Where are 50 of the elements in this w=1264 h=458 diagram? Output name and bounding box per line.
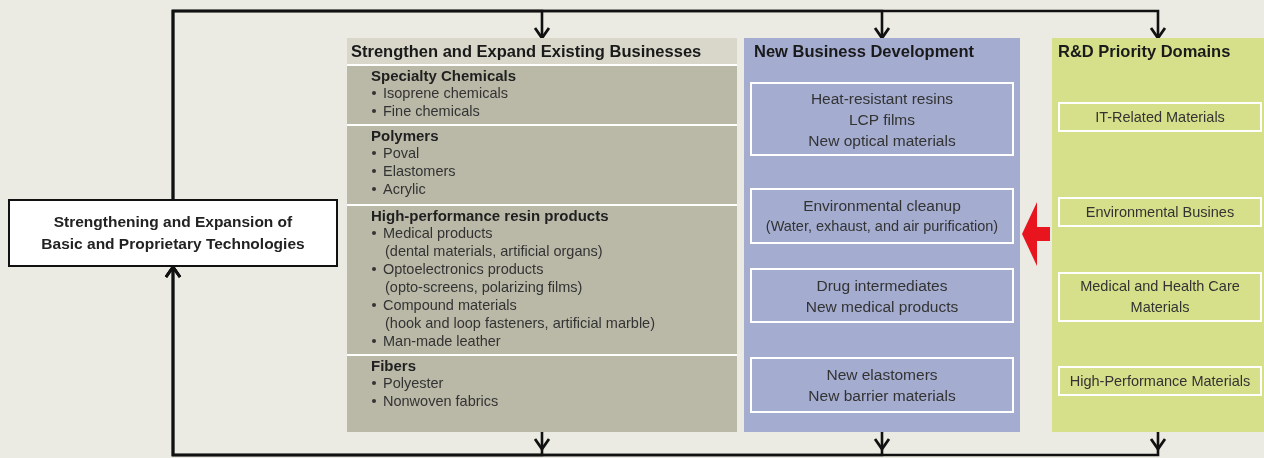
bullet-item: Acrylic	[383, 179, 426, 198]
process-box	[8, 199, 338, 267]
box-label: IT-Related Materials	[1094, 107, 1226, 127]
panel-heading: Strengthen and Expand Existing Businesses	[347, 38, 737, 64]
bullet-item: Compound materials	[383, 295, 517, 314]
bullet-item: Fine chemicals	[383, 102, 480, 120]
box-label: New optical materials	[807, 130, 957, 151]
domain-box	[750, 188, 1014, 244]
bullet-item: Optoelectronics products	[383, 259, 544, 278]
section-heading: Polymers	[371, 126, 440, 144]
panel-heading: R&D Priority Domains	[1057, 41, 1232, 62]
category-panel	[347, 38, 737, 432]
bullet-item: Polyester	[383, 373, 444, 392]
box-label: LCP films	[847, 109, 916, 130]
domain-box	[750, 82, 1014, 156]
box-label: New barrier materials	[807, 386, 957, 406]
bullet-item: Medical products	[383, 224, 493, 242]
domain-box	[1058, 197, 1262, 227]
bullet-item: Isoprene chemicals	[383, 84, 508, 102]
bullet-item: Elastomers	[383, 161, 456, 180]
section-heading: Fibers	[371, 356, 417, 374]
arrow	[1022, 202, 1050, 266]
bullet-item: Poval	[383, 144, 420, 162]
domain-box	[1058, 102, 1262, 132]
box-label: New medical products	[804, 296, 960, 317]
bullet-item: Nonwoven fabrics	[383, 391, 499, 410]
section-heading: High-performance resin products	[371, 206, 610, 224]
domain-box	[1058, 272, 1262, 322]
domain-box	[750, 357, 1014, 413]
box-label: Drug intermediates	[815, 275, 949, 296]
box-label: High-Performance Materials	[1068, 371, 1252, 391]
box-label: Heat-resistant resins	[809, 88, 955, 109]
category-panel	[1052, 38, 1264, 432]
bullet-item: Man-made leather	[383, 331, 501, 350]
domain-box	[750, 268, 1014, 323]
box-label: Environmental Busines	[1084, 202, 1236, 222]
arrow	[164, 265, 1167, 457]
domain-box	[1058, 366, 1262, 396]
category-panel	[744, 38, 1020, 432]
item-detail: (dental materials, artificial organs)	[384, 241, 604, 260]
section-heading: Specialty Chemicals	[371, 67, 518, 84]
box-label: New elastomers	[825, 365, 939, 385]
item-detail: (opto-screens, polarizing films)	[384, 277, 584, 296]
item-detail: (hook and loop fasteners, artificial marble)	[384, 313, 656, 332]
arrow	[171, 9, 1167, 199]
panel-heading: New Business Development	[753, 41, 976, 62]
box-label: Medical and Health Care Materials	[1079, 277, 1241, 317]
box-label: Strengthening and Expansion of Basic and Proprietary Technologies	[40, 212, 306, 254]
box-label: (Water, exhaust, and air purification)	[764, 217, 1000, 236]
box-label: Environmental cleanup	[802, 196, 962, 216]
